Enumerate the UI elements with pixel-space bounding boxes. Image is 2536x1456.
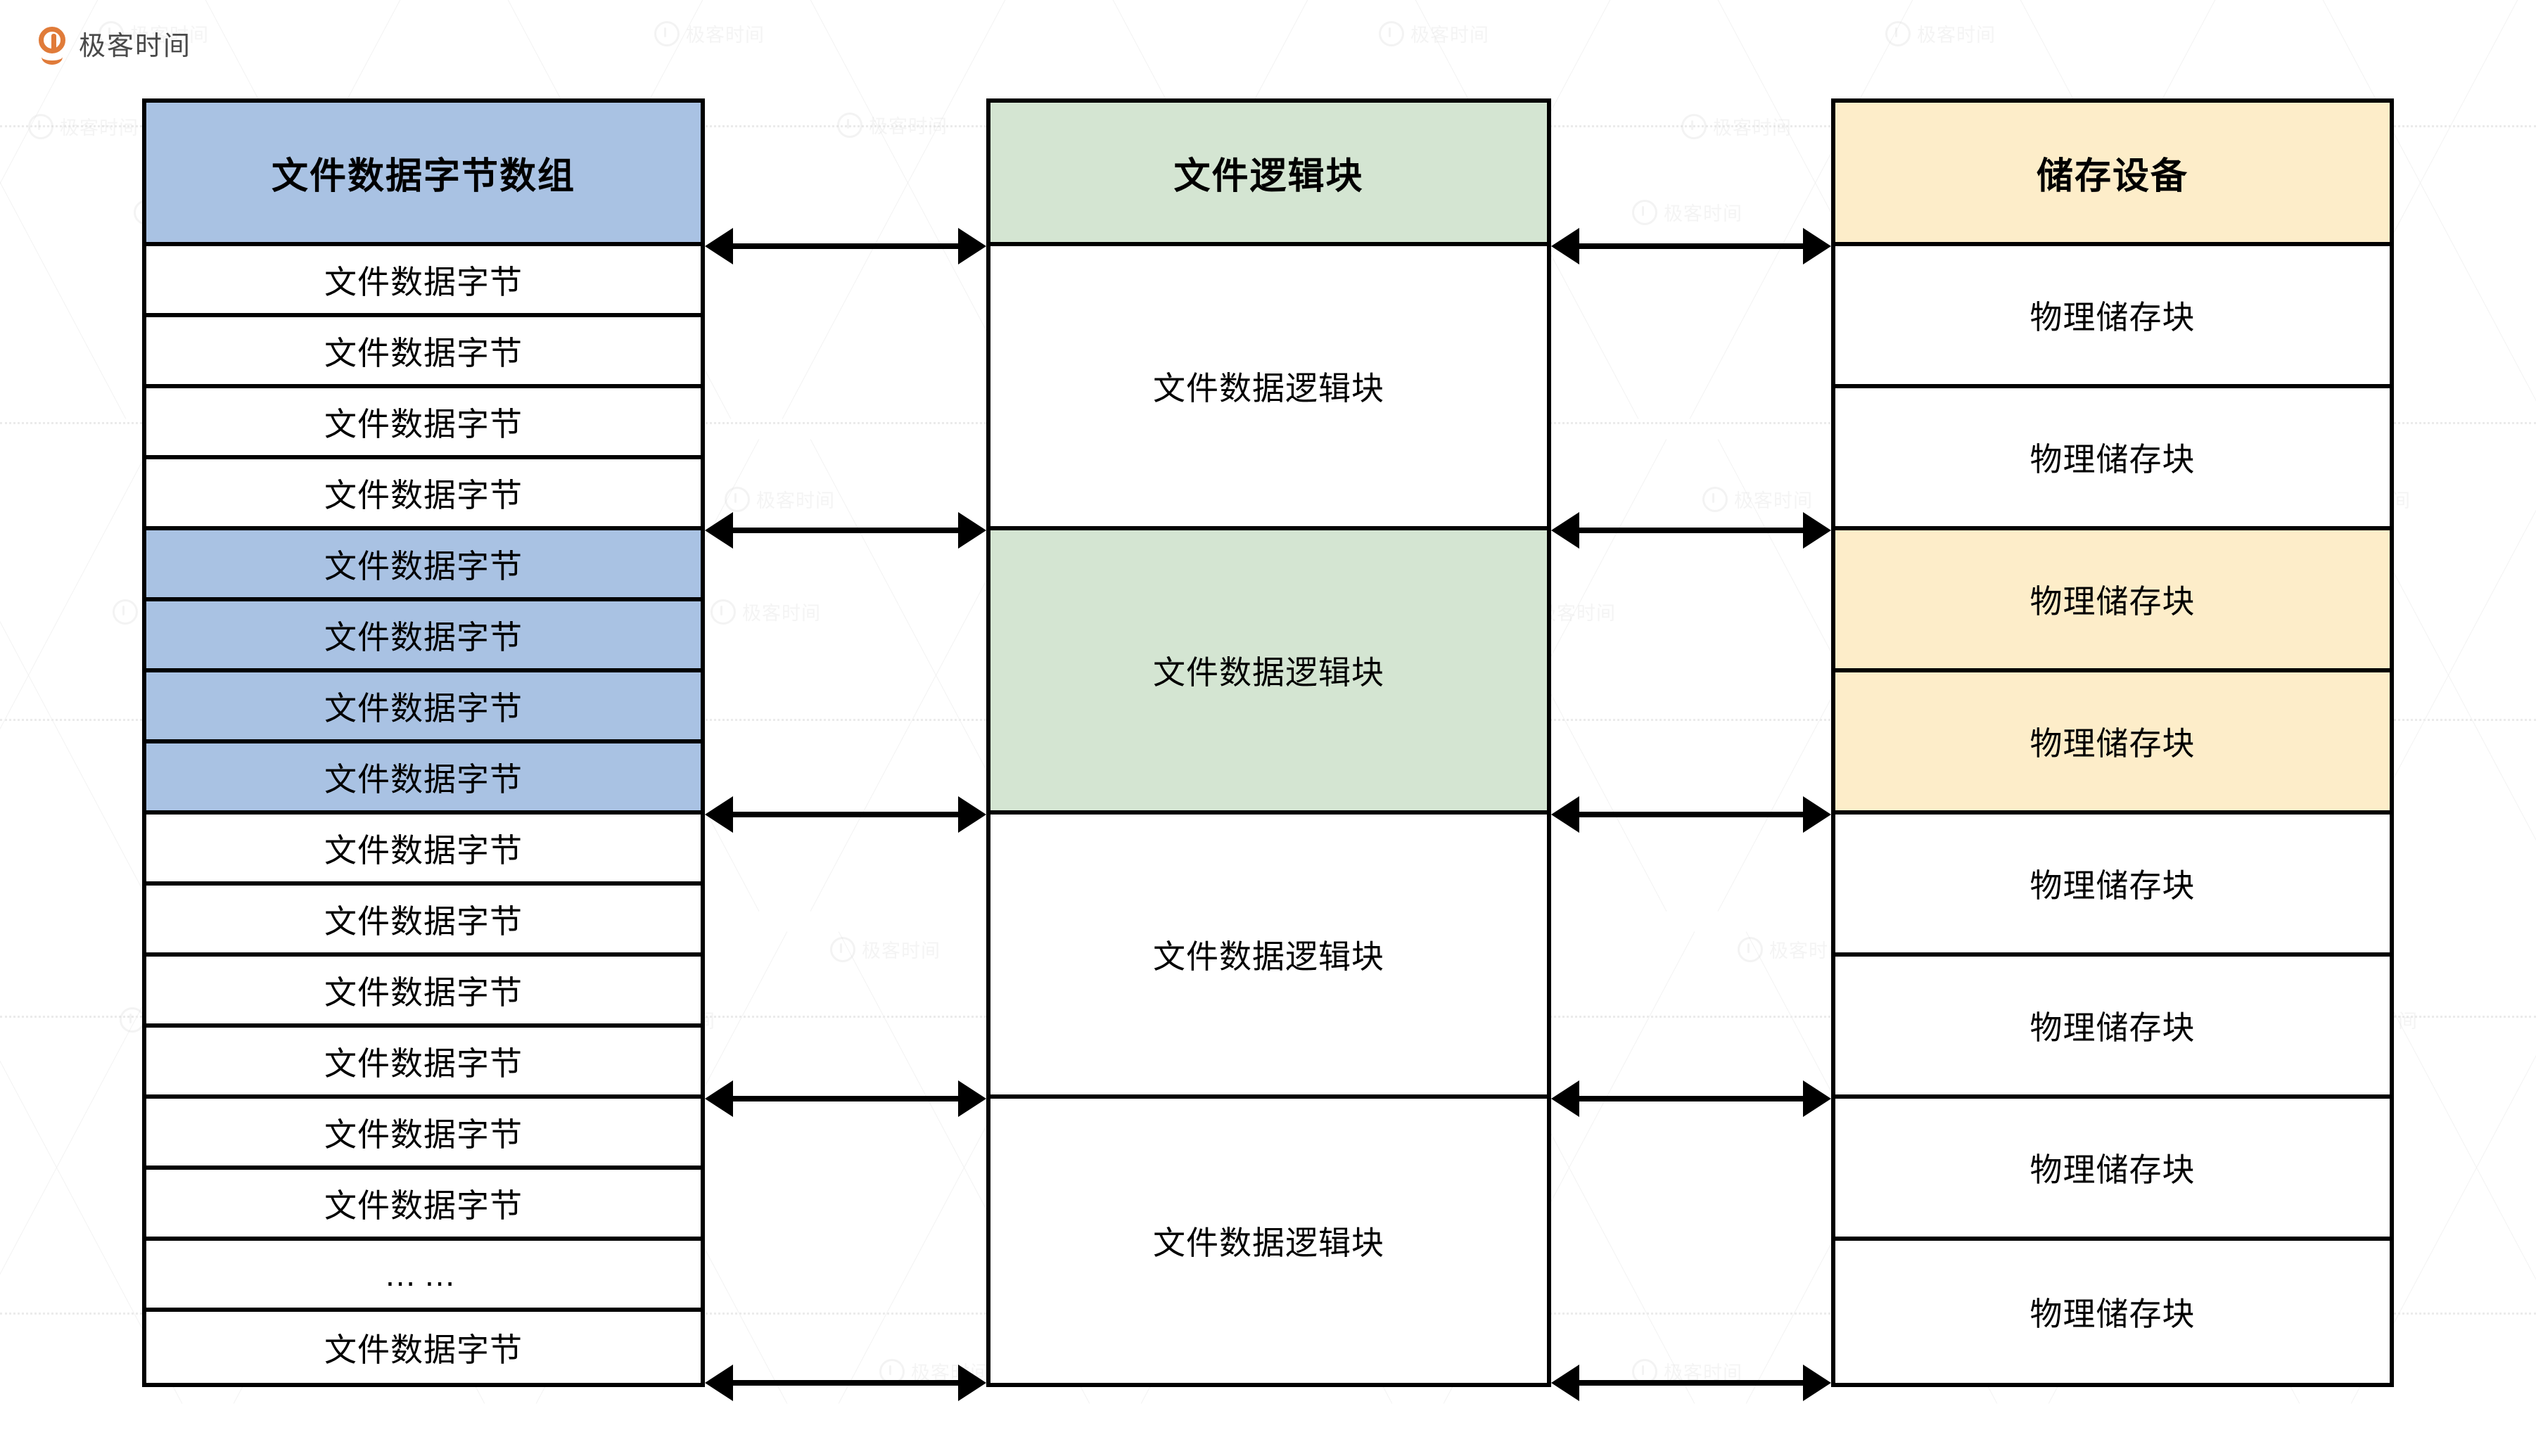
- column-header-byte-array: 文件数据字节数组: [146, 103, 701, 246]
- cell-storage-device: 物理储存块: [1835, 1099, 2390, 1241]
- arrowhead-right-icon: [1803, 1365, 1831, 1401]
- arrowhead-right-icon: [1803, 228, 1831, 264]
- arrowhead-right-icon: [958, 1365, 986, 1401]
- arrowhead-right-icon: [958, 512, 986, 549]
- cell-byte-array: 文件数据字节: [146, 1099, 701, 1170]
- arrow-shaft: [726, 812, 965, 817]
- column-header-logical-block: 文件逻辑块: [990, 103, 1547, 246]
- arrowhead-right-icon: [958, 228, 986, 264]
- arrow-shaft: [1572, 243, 1810, 249]
- cell-storage-device: 物理储存块: [1835, 530, 2390, 672]
- cell-storage-device: 物理储存块: [1835, 672, 2390, 815]
- cell-storage-device: 物理储存块: [1835, 388, 2390, 530]
- cell-byte-array: 文件数据字节: [146, 246, 701, 317]
- brand-logo: 极客时间: [37, 24, 192, 65]
- cell-byte-array: 文件数据字节: [146, 317, 701, 388]
- arrow-shaft: [1572, 812, 1810, 817]
- geektime-pin-icon: [37, 25, 72, 65]
- cell-storage-device: 物理储存块: [1835, 957, 2390, 1099]
- arrow-shaft: [726, 243, 965, 249]
- cell-byte-array: 文件数据字节: [146, 601, 701, 672]
- arrowhead-right-icon: [1803, 1080, 1831, 1117]
- cell-byte-array: 文件数据字节: [146, 388, 701, 459]
- arrow-shaft: [726, 1380, 965, 1386]
- column-header-storage-device: 储存设备: [1835, 103, 2390, 246]
- ellipsis-cell: ……: [146, 1241, 701, 1312]
- arrow-shaft: [1572, 1096, 1810, 1101]
- arrow-shaft: [726, 1096, 965, 1101]
- cell-logical-block: 文件数据逻辑块: [990, 1099, 1547, 1383]
- arrowhead-right-icon: [1803, 512, 1831, 549]
- cell-logical-block: 文件数据逻辑块: [990, 815, 1547, 1099]
- cell-byte-array: 文件数据字节: [146, 957, 701, 1028]
- column-logical-block: 文件逻辑块文件数据逻辑块文件数据逻辑块文件数据逻辑块文件数据逻辑块: [986, 98, 1551, 1387]
- cell-byte-array: 文件数据字节: [146, 815, 701, 886]
- cell-logical-block: 文件数据逻辑块: [990, 530, 1547, 815]
- cell-byte-array: 文件数据字节: [146, 886, 701, 957]
- arrowhead-right-icon: [958, 1080, 986, 1117]
- arrow-shaft: [1572, 528, 1810, 533]
- cell-storage-device: 物理储存块: [1835, 246, 2390, 388]
- brand-name: 极客时间: [79, 32, 192, 61]
- arrow-shaft: [1572, 1380, 1810, 1386]
- cell-storage-device: 物理储存块: [1835, 1241, 2390, 1383]
- cell-byte-array: 文件数据字节: [146, 1170, 701, 1241]
- arrowhead-right-icon: [1803, 796, 1831, 833]
- cell-logical-block: 文件数据逻辑块: [990, 246, 1547, 530]
- column-byte-array: 文件数据字节数组文件数据字节文件数据字节文件数据字节文件数据字节文件数据字节文件…: [142, 98, 705, 1387]
- cell-byte-array: 文件数据字节: [146, 672, 701, 743]
- cell-byte-array: 文件数据字节: [146, 459, 701, 530]
- cell-byte-array: 文件数据字节: [146, 530, 701, 601]
- arrowhead-right-icon: [958, 796, 986, 833]
- arrow-shaft: [726, 528, 965, 533]
- column-storage-device: 储存设备物理储存块物理储存块物理储存块物理储存块物理储存块物理储存块物理储存块物…: [1831, 98, 2394, 1387]
- cell-byte-array: 文件数据字节: [146, 1028, 701, 1099]
- cell-storage-device: 物理储存块: [1835, 815, 2390, 957]
- cell-byte-array: 文件数据字节: [146, 1312, 701, 1383]
- cell-byte-array: 文件数据字节: [146, 743, 701, 815]
